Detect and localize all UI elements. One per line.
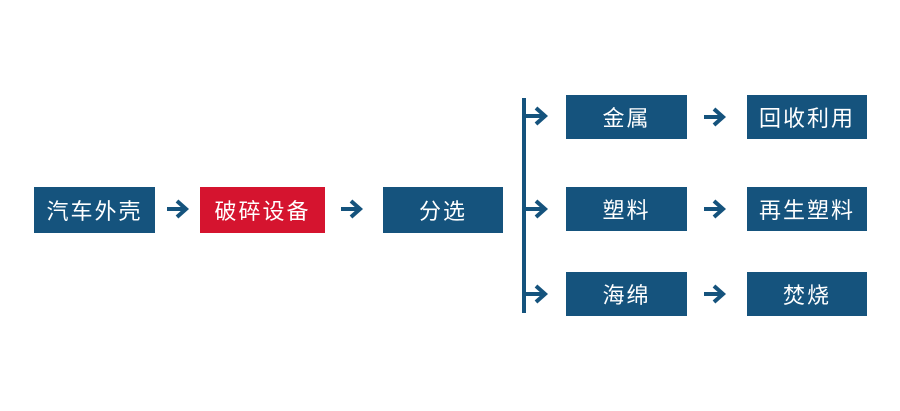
node-plastic: 塑料 bbox=[566, 187, 687, 231]
branch-connector-line bbox=[522, 98, 526, 313]
node-recycled-plastic-label: 再生塑料 bbox=[758, 198, 855, 223]
node-incineration-label: 焚烧 bbox=[782, 283, 831, 308]
branch-arrow-right-icon bbox=[524, 199, 549, 219]
arrow-right-icon bbox=[341, 199, 364, 219]
node-plastic-label: 塑料 bbox=[602, 198, 651, 223]
node-sponge-label: 海绵 bbox=[602, 283, 651, 308]
node-car-shell: 汽车外壳 bbox=[34, 187, 155, 233]
node-car-shell-label: 汽车外壳 bbox=[46, 199, 143, 224]
node-crushing-equipment: 破碎设备 bbox=[200, 187, 325, 233]
arrow-right-icon bbox=[704, 107, 727, 127]
node-sorting-label: 分选 bbox=[418, 199, 467, 224]
arrow-right-icon bbox=[704, 199, 727, 219]
arrow-right-icon bbox=[704, 284, 727, 304]
node-recycling: 回收利用 bbox=[747, 95, 867, 139]
node-metal-label: 金属 bbox=[602, 106, 651, 131]
branch-arrow-right-icon bbox=[524, 106, 549, 126]
node-incineration: 焚烧 bbox=[747, 272, 867, 316]
node-recycled-plastic: 再生塑料 bbox=[747, 187, 867, 231]
node-sorting: 分选 bbox=[383, 187, 503, 233]
branch-arrow-right-icon bbox=[524, 284, 549, 304]
node-metal: 金属 bbox=[566, 95, 687, 139]
arrow-right-icon bbox=[167, 199, 190, 219]
node-recycling-label: 回收利用 bbox=[758, 106, 855, 131]
node-sponge: 海绵 bbox=[566, 272, 687, 316]
node-crushing-equipment-label: 破碎设备 bbox=[214, 199, 311, 224]
